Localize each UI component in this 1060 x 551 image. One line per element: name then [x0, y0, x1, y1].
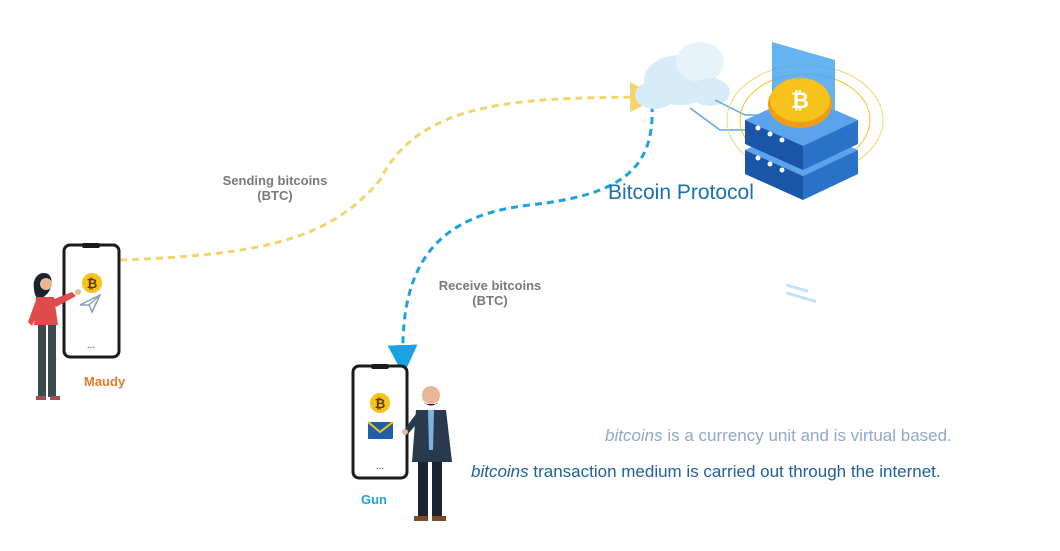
sending-label-unit: (BTC): [257, 188, 293, 203]
note-currency-unit-text: is a currency unit and is virtual based.: [662, 426, 952, 445]
receiver-person: [402, 386, 452, 521]
note-transaction-medium-text: transaction medium is carried out throug…: [528, 462, 941, 481]
receiving-label: Receive bitcoins (BTC): [420, 278, 560, 308]
sending-arrow: [119, 82, 660, 262]
bitcoin-icon: ₿: [768, 78, 832, 128]
sender-name: Maudy: [84, 374, 126, 389]
protocol-label: Bitcoin Protocol: [608, 181, 754, 204]
receiving-label-text: Receive bitcoins: [438, 278, 542, 293]
sender-person: [28, 272, 81, 400]
bitcoin-icon: ₿: [370, 393, 390, 413]
bitcoin-icon: ₿: [82, 273, 102, 293]
receiver-phone-dots: ...: [376, 461, 384, 472]
note-transaction-medium-term: bitcoins: [471, 462, 529, 481]
receiving-arrow: [387, 104, 654, 375]
note-currency-unit-term: bitcoins: [605, 426, 663, 445]
bitcoin-protocol-illustration: ₿: [635, 42, 884, 303]
sending-label-text: Sending bitcoins: [222, 173, 328, 188]
cloud-icon: [635, 42, 730, 109]
sender-phone-dots: ...: [87, 340, 95, 351]
note-transaction-medium: bitcoins transaction medium is carried o…: [471, 462, 941, 482]
receiving-label-unit: (BTC): [472, 293, 508, 308]
sending-label: Sending bitcoins (BTC): [205, 173, 345, 203]
svg-text:₿: ₿: [375, 396, 386, 411]
receiver-name: Gun: [361, 492, 387, 507]
envelope-icon: [367, 421, 394, 439]
svg-text:₿: ₿: [87, 276, 98, 291]
paper-plane-icon: [79, 293, 102, 314]
svg-text:₿: ₿: [791, 88, 809, 113]
note-currency-unit: bitcoins is a currency unit and is virtu…: [605, 426, 952, 446]
receiver-phone: ₿: [351, 364, 409, 480]
